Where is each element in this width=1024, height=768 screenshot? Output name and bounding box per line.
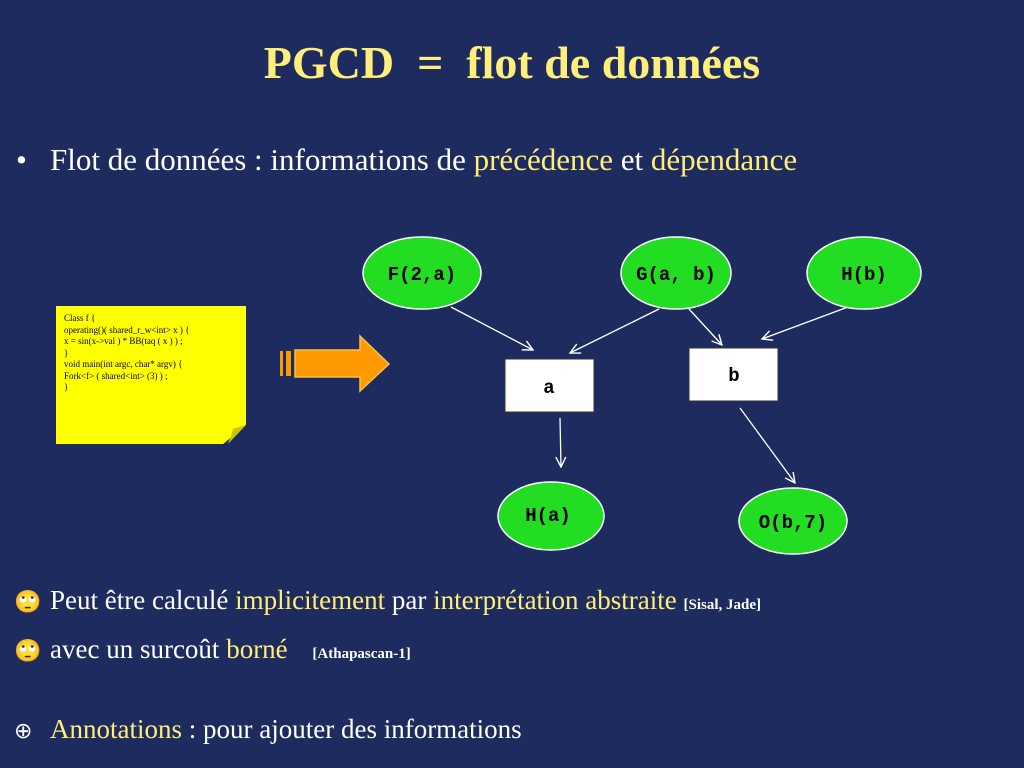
item-reference: [Athapascan-1] [312, 646, 411, 662]
bullet-text-middle: et [613, 142, 651, 177]
bullet-symbol: • [16, 142, 27, 177]
annotation-highlight: Annotations [50, 714, 182, 744]
bullet-text: Flot de données : informations de [50, 142, 474, 177]
code-line: void main(int argc, char* argv) { [64, 359, 183, 369]
pointer-arrow-icon: 🙄 [14, 590, 42, 615]
edge-f2a-to-a [450, 306, 533, 350]
edge-gab-to-b [688, 308, 722, 345]
code-line: Fork<f> ( shared<int> (3) ) ; [64, 370, 168, 381]
task-label-f2a: F(2,a) [388, 264, 456, 286]
item-reference: [Sisal, Jade] [683, 597, 762, 613]
circled-plus-icon: ⊕ [14, 719, 33, 744]
task-node-ob7: O(b,7) [738, 487, 848, 555]
item-highlight-abstract: interprétation abstraite [433, 585, 677, 615]
code-line: operating()( shared_r_w<int> x ) { [64, 324, 190, 335]
bullet-highlight-dependance: dépendance [650, 142, 798, 177]
code-line: Class f { [64, 313, 96, 323]
item-text: avec un surcoût [50, 634, 227, 664]
item-annotations: ⊕ Annotations : pour ajouter des informat… [14, 714, 522, 745]
data-node-a: a [504, 358, 595, 413]
task-node-f2a: F(2,a) [362, 236, 482, 310]
task-node-hb: H(b) [806, 236, 922, 310]
task-node-gab: G(a, b) [620, 236, 732, 310]
annotation-text: : pour ajouter des informations [182, 714, 522, 744]
edge-hb-to-b [762, 306, 849, 339]
task-label-gab: G(a, b) [636, 264, 716, 286]
item-implicit: 🙄 Peut être calculé implicitement par int… [14, 585, 761, 616]
data-node-b: b [688, 347, 779, 402]
item-text-middle: par [385, 585, 434, 615]
bullet-highlight-precedence: précédence [473, 142, 613, 177]
item-highlight-implicit: implicitement [235, 585, 386, 615]
data-label-a: a [543, 377, 554, 399]
code-line: } [64, 347, 69, 358]
data-label-b: b [728, 365, 739, 387]
task-node-ha: H(a) [497, 481, 605, 551]
item-highlight-bounded: borné [226, 634, 288, 664]
item-bounded: 🙄 avec un surcoût borné [Athapascan-1] [14, 634, 411, 665]
slide-title: PGCD = flot de données [263, 37, 761, 88]
pointer-arrow-icon: 🙄 [14, 639, 42, 664]
edge-b-to-ob7 [739, 407, 795, 483]
edge-gab-to-a [570, 308, 660, 353]
code-line: x = sin(x->val ) * BB(taq ( x ) ) ; [64, 336, 183, 346]
bullet-dataflow: • Flot de données : informations de précé… [16, 142, 797, 178]
code-line: } [64, 382, 69, 392]
transform-arrow-icon [280, 334, 391, 393]
task-label-ha: H(a) [525, 505, 571, 527]
item-text: Peut être calculé [50, 585, 236, 615]
code-note: Class f { operating()( shared_r_w<int> x… [56, 306, 246, 444]
task-label-hb: H(b) [841, 264, 887, 286]
task-label-ob7: O(b,7) [759, 512, 827, 534]
edge-a-to-ha [560, 417, 561, 467]
